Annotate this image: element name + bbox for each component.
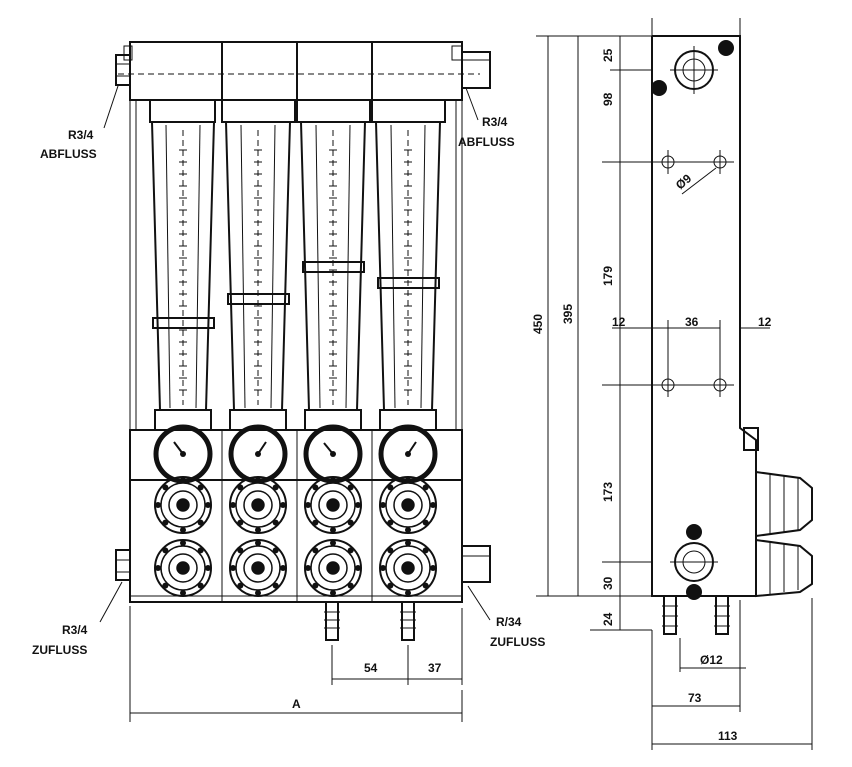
dim-54: 54 [364,661,378,675]
inlet-fitting-left [115,549,131,581]
pressure-gauge-1 [153,424,213,484]
side-knob-upper [755,470,813,538]
dim-73: 73 [688,691,702,705]
dim-36: 36 [685,315,699,329]
drain-nozzle-right [400,601,416,641]
flowmeter-3 [296,99,371,431]
dim-37: 37 [428,661,442,675]
inlet-left-thread: R3/4 [62,623,88,637]
dim-12-right: 12 [758,315,772,329]
side-knob-lower [755,538,813,598]
valve-block [129,429,463,603]
flowmeter-2 [221,99,296,431]
side-dimensions [536,35,813,750]
pressure-gauge-4 [378,424,438,484]
valve-knob-icon [154,476,212,534]
drain-nozzle-left [324,601,340,641]
pressure-gauge-3 [303,424,363,484]
flowmeter-scales [179,149,412,391]
outlet-left-label: ABFLUSS [40,147,97,161]
outlet-fitting-left [115,45,133,86]
dim-24: 24 [601,612,615,626]
valve-knob-icon [304,476,362,534]
outlet-left-thread: R3/4 [68,128,94,142]
pressure-gauge-2 [228,424,288,484]
inlet-right-thread: R/34 [496,615,522,629]
front-dimensions [129,606,463,722]
dim-179: 179 [601,266,615,286]
screw-icon [718,40,734,56]
valve-knobs [154,476,437,597]
valve-knob-icon [229,539,287,597]
dim-30: 30 [601,576,615,590]
flowmeter-4 [371,99,446,431]
dim-pipe-diameter: Ø12 [700,653,723,667]
side-view [602,18,813,635]
valve-knob-icon [154,539,212,597]
dim-hole-diameter: Ø9 [673,171,695,192]
outlet-fitting-right [451,45,491,89]
flowmeter-1 [149,99,216,431]
dim-25: 25 [601,48,615,62]
valve-knob-icon [379,539,437,597]
outlet-right-label: ABFLUSS [458,135,515,149]
valve-knob-icon [379,476,437,534]
dim-113: 113 [718,729,738,743]
dim-173: 173 [601,482,615,502]
dim-450: 450 [531,314,545,334]
dim-12-left: 12 [612,315,626,329]
valve-knob-icon [304,539,362,597]
dim-a: A [292,697,301,711]
front-view [115,41,491,641]
outlet-right-thread: R3/4 [482,115,508,129]
inlet-left-label: ZUFLUSS [32,643,87,657]
inlet-right-label: ZUFLUSS [490,635,545,649]
dim-395: 395 [561,304,575,324]
inlet-fitting-right [461,545,491,583]
dim-98: 98 [601,92,615,106]
valve-knob-icon [229,476,287,534]
